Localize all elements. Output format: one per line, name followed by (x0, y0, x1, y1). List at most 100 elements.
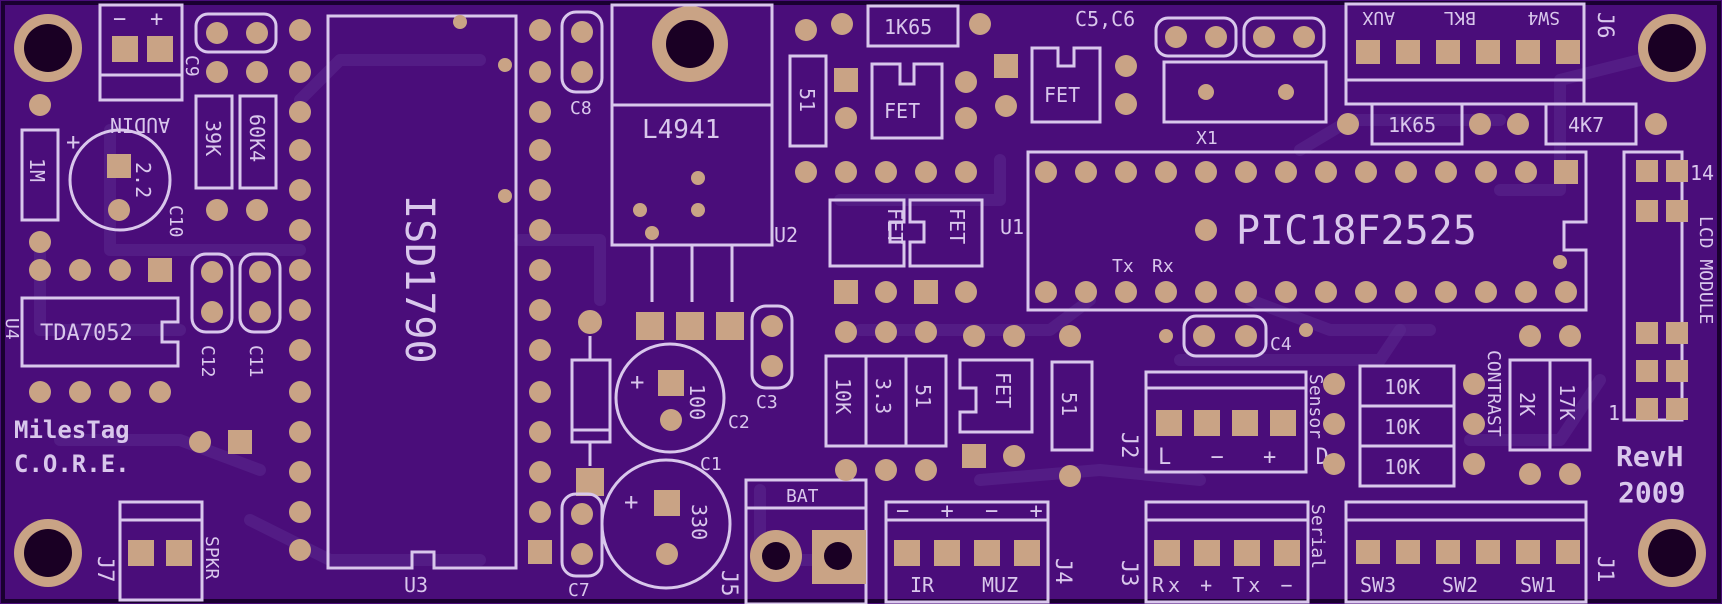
c10-value-label: 2.2 (131, 162, 155, 198)
audin-minus-label: − (113, 7, 126, 32)
resistor-1m (20, 128, 60, 222)
c12-label: C12 (197, 345, 218, 378)
pic-pins-top (1035, 160, 1578, 184)
sw3-label: SW3 (1360, 573, 1396, 597)
muz-label: MUZ (982, 573, 1018, 597)
j6-aux-label: AUX (1362, 7, 1395, 28)
svg-text:+: + (66, 128, 80, 156)
resistor-51-top (788, 54, 828, 148)
capacitor-c11 (238, 252, 282, 334)
board-title-line2: C.O.R.E. (14, 450, 130, 478)
c9-label: C9 (181, 55, 202, 77)
reg-l4941-label: L4941 (642, 115, 720, 145)
r-17k-label: 17K (1555, 384, 1579, 420)
ic-isd1790-label: ISD1790 (396, 195, 442, 364)
ir-label: IR (910, 573, 935, 597)
c3-label: C3 (756, 392, 778, 413)
capacitor-c8 (560, 10, 604, 94)
resistor-51-b (904, 354, 948, 448)
lcd-module-label: LCD MODULE (1695, 216, 1716, 324)
j2-label: J2 (1116, 432, 1141, 459)
j6-bkl-label: BKL (1443, 7, 1476, 28)
r-51-c-label: 51 (1057, 392, 1081, 416)
r-1k65-mid-label: 1K65 (1388, 113, 1436, 137)
r-2k-label: 2K (1515, 392, 1539, 416)
switch-connector-j1 (1344, 500, 1588, 604)
j6-sw4-label: SW4 (1527, 7, 1560, 28)
r-10k-b-label: 10K (1384, 375, 1420, 399)
fet-q1-label: FET (884, 99, 920, 123)
c8-label: C8 (570, 98, 592, 119)
r-60k4-label: 60K4 (245, 114, 269, 162)
ic-isd1790-outline (326, 14, 518, 570)
u4-label: U4 (1, 318, 22, 340)
fet-q2 (1030, 46, 1102, 124)
fet-q2-label: FET (1044, 83, 1080, 107)
r-51-b-label: 51 (911, 384, 935, 408)
j3-pin-labels: Rx + Tx − (1152, 573, 1296, 597)
lcd-pin1-label: 1 (1608, 401, 1620, 425)
r-51-top-label: 51 (795, 88, 819, 112)
c1-value-label: 330 (687, 504, 711, 540)
fet-q4-label: FET (945, 208, 969, 244)
j4-sign-labels: − + − + (896, 499, 1052, 524)
bat-label: BAT (786, 486, 819, 507)
j3-label: J3 (1116, 560, 1141, 587)
j6-label: J6 (1592, 12, 1617, 39)
c11-label: C11 (245, 345, 266, 378)
r-10k-d-label: 10K (1384, 455, 1420, 479)
resistor-10k-d (1358, 444, 1456, 488)
ic-tda7052-label: TDA7052 (40, 321, 133, 346)
lcd-pin14-label: 14 (1690, 161, 1714, 185)
capacitor-c3 (750, 304, 794, 390)
capacitor-c2 (614, 342, 726, 454)
resistor-1k65-top (866, 4, 960, 48)
j2-pin-labels: L − + D (1158, 445, 1342, 470)
j4-label: J4 (1050, 558, 1075, 585)
j5-label: J5 (716, 570, 741, 597)
resistor-60k4 (238, 94, 278, 190)
ic-tda7052-outline (20, 296, 180, 368)
crystal-cap-left (1154, 16, 1238, 58)
header-j6 (1344, 2, 1586, 106)
spkr-label: SPKR (201, 536, 222, 580)
r-3v3-label: 3.3 (871, 378, 895, 414)
capacitor-c12 (190, 252, 234, 334)
sw2-label: SW2 (1442, 573, 1478, 597)
svg-text:+: + (630, 368, 644, 396)
r-10k-a-label: 10K (831, 378, 855, 414)
c1-label: C1 (700, 454, 722, 475)
r-4k7-label: 4K7 (1568, 113, 1604, 137)
tx-label: Tx (1112, 256, 1134, 277)
r-1k65-top-label: 1K65 (884, 15, 932, 39)
c10-label: C10 (165, 205, 186, 238)
audin-connector-outline (98, 3, 184, 102)
resistor-17k (1548, 358, 1592, 452)
fet-q3-label: FET (883, 208, 907, 244)
capacitor-c10 (68, 128, 172, 232)
c5c6-label: C5,C6 (1075, 7, 1135, 31)
r-1m-label: 1M (25, 158, 49, 182)
u1-label: U1 (1000, 215, 1024, 239)
r-10k-c-label: 10K (1384, 415, 1420, 439)
resistor-51-c (1050, 360, 1094, 452)
r-39k-label: 39K (201, 120, 225, 156)
isd1790-pins-left (289, 19, 311, 561)
resistor-1k65-mid (1370, 102, 1464, 146)
sensor-connector-j2 (1144, 370, 1308, 474)
board-title-line1: MilesTag (14, 416, 130, 444)
year-label: 2009 (1618, 476, 1685, 509)
rx-label: Rx (1152, 256, 1174, 277)
c2-label: C2 (728, 412, 750, 433)
ic-pic18f2525-label: PIC18F2525 (1236, 208, 1477, 254)
u3-label: U3 (404, 573, 428, 597)
resistor-4k7 (1544, 102, 1638, 146)
audin-plus-label: + (150, 7, 163, 32)
capacitor-c4 (1182, 314, 1268, 358)
c7-label: C7 (568, 580, 590, 601)
fet-q5 (958, 358, 1034, 434)
connector-j4 (884, 500, 1050, 604)
c2-value-label: 100 (685, 384, 709, 420)
